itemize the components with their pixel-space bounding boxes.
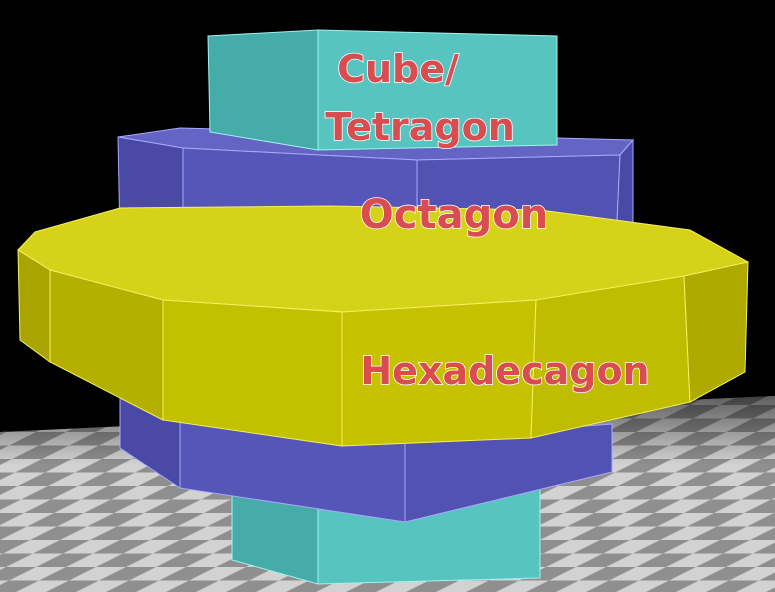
label-cube-line1: Cube/ [337,47,459,91]
cube-top [207,29,558,151]
label-hexadecagon: Hexadecagon [360,349,649,393]
hexadecagon-ring [17,205,750,447]
label-cube-line2: Tetragon [325,105,515,149]
label-octagon: Octagon [360,192,548,238]
